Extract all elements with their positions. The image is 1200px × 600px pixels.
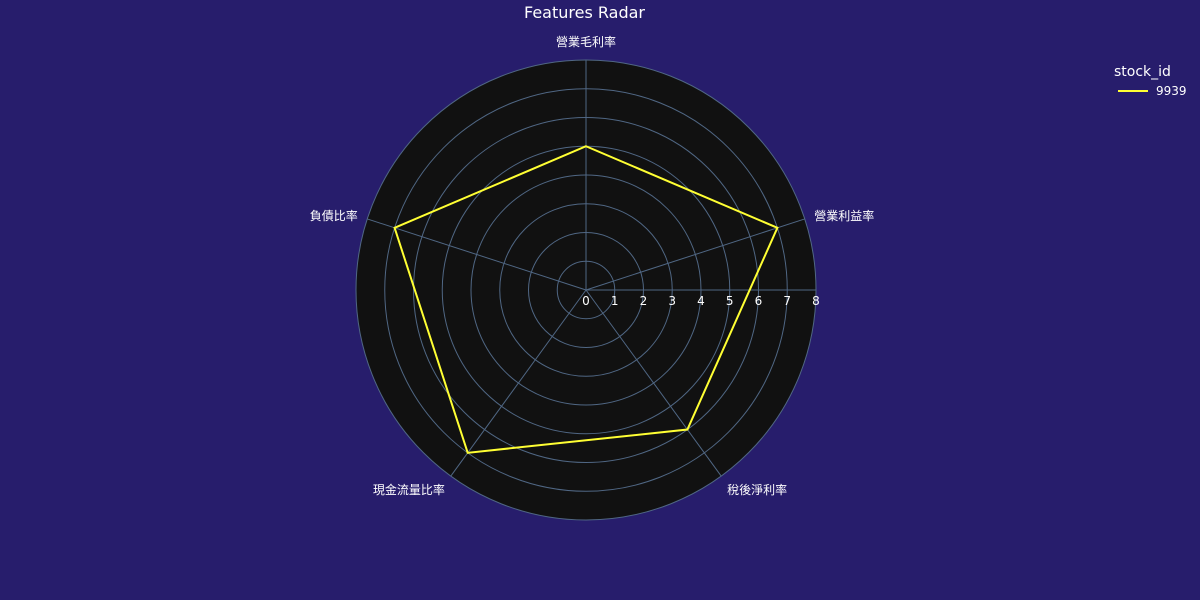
series-line-1 bbox=[393, 145, 779, 454]
radial-tick-label: 0 bbox=[582, 294, 590, 308]
radial-tick-label: 8 bbox=[812, 294, 820, 308]
axis-label-2: 營業利益率 bbox=[814, 208, 874, 223]
legend: stock_id 9939 bbox=[1114, 64, 1187, 98]
radial-tick-label: 5 bbox=[726, 294, 734, 308]
legend-label: 9939 bbox=[1156, 84, 1187, 98]
radial-tick-label: 7 bbox=[783, 294, 791, 308]
radial-tick-label: 6 bbox=[755, 294, 763, 308]
grid-spoke bbox=[367, 218, 587, 291]
grid-spoke bbox=[585, 218, 805, 291]
radial-tick-label: 4 bbox=[697, 294, 705, 308]
legend-title: stock_id bbox=[1114, 64, 1171, 80]
axis-label-1: 營業毛利率 bbox=[556, 34, 616, 49]
legend-swatch bbox=[1118, 90, 1148, 92]
legend-item-series[interactable]: 9939 bbox=[1114, 84, 1187, 98]
chart-title: Features Radar bbox=[524, 3, 645, 22]
axis-label-5: 負債比率 bbox=[310, 208, 358, 223]
grid-spoke bbox=[450, 289, 587, 477]
radial-tick-label: 3 bbox=[668, 294, 676, 308]
radial-tick-label: 1 bbox=[611, 294, 619, 308]
grid-spoke bbox=[585, 289, 722, 477]
radial-tick-label: 2 bbox=[640, 294, 648, 308]
axis-label-4: 現金流量比率 bbox=[373, 482, 445, 497]
axis-label-3: 稅後淨利率 bbox=[727, 482, 787, 497]
